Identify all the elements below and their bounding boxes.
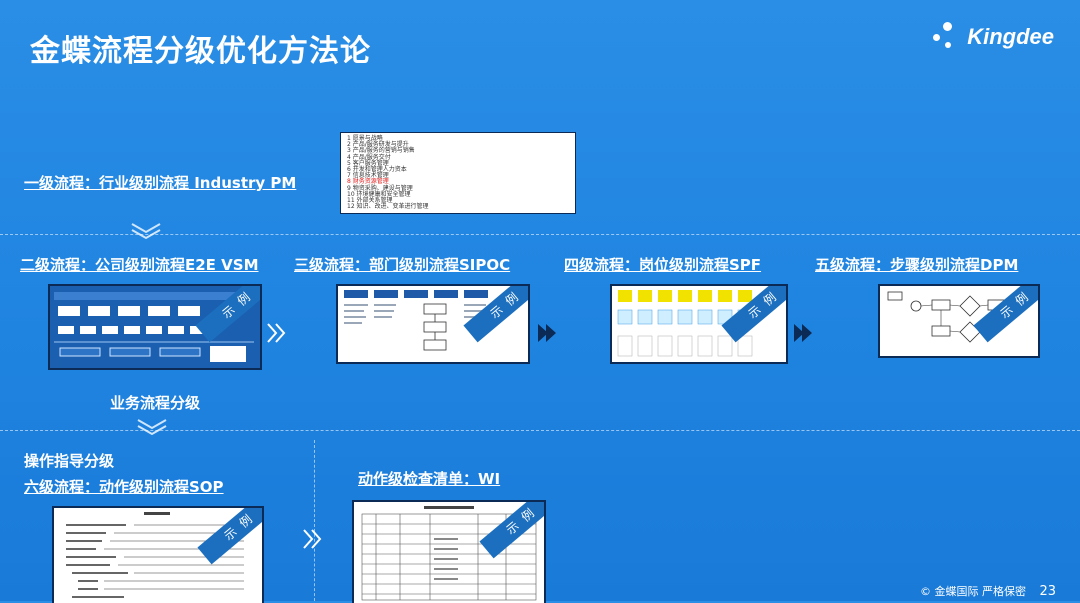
- logo-text: Kingdee: [967, 24, 1054, 49]
- business-grading-label: 业务流程分级: [110, 394, 201, 412]
- industry-list-item: 6 开发和管理人力资本: [347, 166, 407, 174]
- level-4-thumbnail[interactable]: 示 例: [610, 284, 788, 364]
- industry-list-item: 9 物资采购、建设与管理: [347, 184, 413, 192]
- page-number: 23: [1039, 584, 1056, 599]
- column-divider: [314, 440, 315, 601]
- level-3-thumbnail[interactable]: 示 例: [336, 284, 530, 364]
- chevron-right-icon: [266, 322, 290, 348]
- chevron-right-icon: [536, 322, 560, 348]
- industry-list-item: 5 客户服务管理: [347, 159, 389, 167]
- level-6-thumbnail[interactable]: 示 例: [52, 506, 264, 603]
- wi-checklist-link[interactable]: 动作级检查清单：WI: [358, 470, 501, 488]
- footer-note: © 金蝶国际 严格保密: [919, 585, 1026, 598]
- industry-list-item: 12 知识、改进、变革进行管理: [347, 203, 429, 211]
- chevron-right-icon: [302, 528, 326, 554]
- section-divider: [0, 234, 1080, 235]
- industry-list-item: 2 产品/服务研发与提升: [347, 141, 409, 149]
- industry-list-item: 3 产品/服务的营销与销售: [347, 147, 415, 155]
- level-2-link[interactable]: 二级流程：公司级别流程E2E VSM: [20, 256, 259, 274]
- chevron-right-icon: [792, 322, 816, 348]
- level-6-link[interactable]: 六级流程：动作级别流程SOP: [24, 478, 224, 496]
- level-2-thumbnail[interactable]: 示 例: [48, 284, 262, 370]
- industry-list-item: 11 外部关系管理: [347, 197, 393, 205]
- level-4-link[interactable]: 四级流程：岗位级别流程SPF: [564, 256, 762, 274]
- slide-title: 金蝶流程分级优化方法论: [30, 34, 371, 69]
- chevron-down-icon: [130, 222, 162, 244]
- level-3-link[interactable]: 三级流程：部门级别流程SIPOC: [294, 256, 511, 274]
- section-divider: [0, 430, 1080, 431]
- chevron-down-icon: [136, 418, 168, 440]
- level-5-link[interactable]: 五级流程：步骤级别流程DPM: [815, 256, 1019, 274]
- kingdee-logo: Kingdee: [933, 22, 1054, 52]
- industry-list-item: 8 财务资源管理: [347, 178, 389, 186]
- operation-grading-label: 操作指导分级: [24, 452, 115, 470]
- industry-list-item: 10 环境健康和安全管理: [347, 190, 411, 198]
- logo-dots-icon: [933, 22, 961, 52]
- level-1-link[interactable]: 一级流程：行业级别流程 Industry PM: [24, 174, 297, 192]
- industry-list-item: 1 愿景与战略: [347, 135, 383, 142]
- industry-list-item: 7 信息技术管理: [347, 172, 389, 180]
- industry-list-item: 4 产品/服务交付: [347, 153, 391, 161]
- level-5-thumbnail[interactable]: 示 例: [878, 284, 1040, 358]
- footer: © 金蝶国际 严格保密 23: [920, 583, 1056, 599]
- wi-thumbnail[interactable]: 示 例: [352, 500, 546, 603]
